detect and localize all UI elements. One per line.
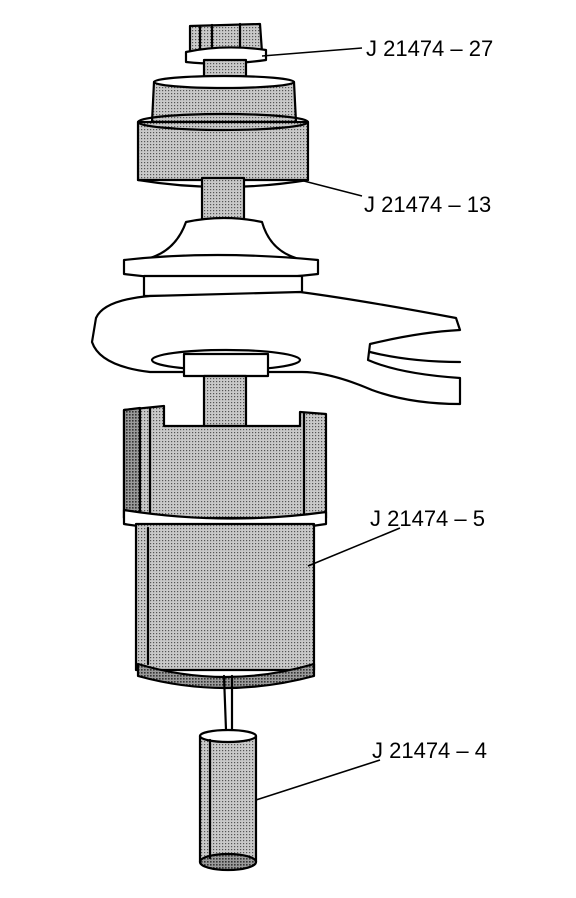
nut-13	[136, 74, 310, 226]
seat-ring	[122, 216, 320, 298]
label-part-5: J 21474 – 5	[370, 506, 485, 531]
label-part-27: J 21474 – 27	[366, 36, 493, 61]
bolt-27	[184, 22, 268, 84]
adapter-4	[198, 728, 258, 872]
receiver-cup-5	[122, 404, 328, 690]
leader-27	[261, 47, 363, 57]
leader-13	[299, 179, 363, 197]
control-arm	[90, 290, 462, 406]
leader-5	[307, 527, 401, 567]
leader-4	[255, 759, 381, 801]
label-part-13: J 21474 – 13	[364, 192, 491, 217]
label-part-4: J 21474 – 4	[372, 738, 487, 763]
guide-rod	[222, 674, 234, 732]
